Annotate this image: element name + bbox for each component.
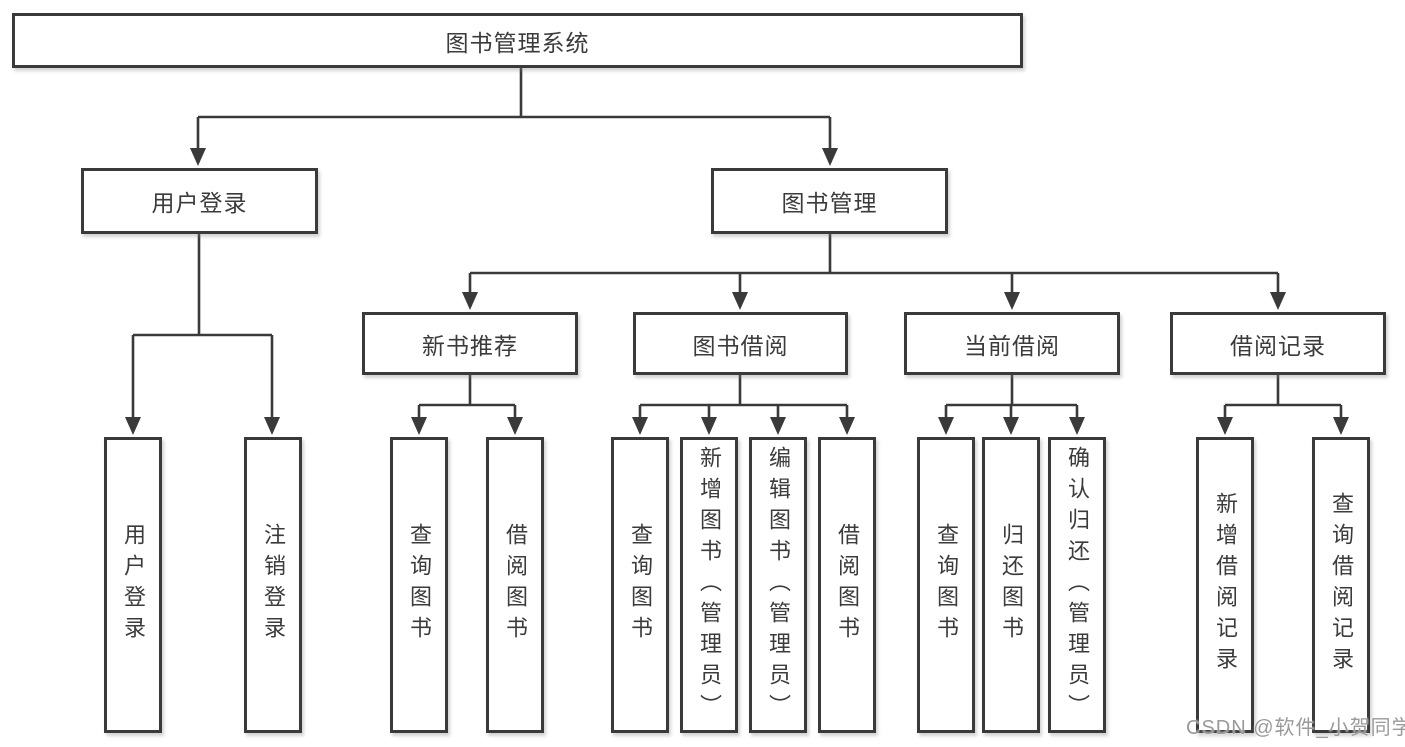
leaf-query-borrow-record: 查询借阅记录 bbox=[1312, 437, 1370, 733]
node-book-management-branch: 图书管理 bbox=[711, 168, 948, 234]
leaf-confirm-return-admin: 确认归还（管理员） bbox=[1048, 437, 1106, 733]
tree-edges bbox=[131, 68, 1343, 419]
node-borrowing-records: 借阅记录 bbox=[1170, 312, 1386, 375]
node-book-borrowing: 图书借阅 bbox=[633, 312, 848, 375]
leaf-return-books: 归还图书 bbox=[982, 437, 1040, 733]
leaf-user-login: 用户登录 bbox=[104, 437, 162, 733]
leaf-borrow-books-recommend: 借阅图书 bbox=[486, 437, 544, 733]
leaf-edit-book-admin: 编辑图书（管理员） bbox=[749, 437, 807, 733]
leaf-query-books-current: 查询图书 bbox=[917, 437, 975, 733]
leaf-borrow-books: 借阅图书 bbox=[818, 437, 876, 733]
leaf-query-books-recommend: 查询图书 bbox=[390, 437, 448, 733]
node-new-book-recommendation: 新书推荐 bbox=[362, 312, 578, 375]
leaf-add-borrow-record: 新增借阅记录 bbox=[1196, 437, 1254, 733]
node-current-borrowing: 当前借阅 bbox=[904, 312, 1120, 375]
leaf-logout: 注销登录 bbox=[244, 437, 302, 733]
csdn-watermark: CSDN @软件_小贺同学 bbox=[1186, 717, 1405, 739]
node-user-login-branch: 用户登录 bbox=[81, 168, 318, 234]
leaf-query-books-borrow: 查询图书 bbox=[611, 437, 669, 733]
leaf-add-book-admin: 新增图书（管理员） bbox=[680, 437, 738, 733]
node-library-management-system: 图书管理系统 bbox=[12, 13, 1023, 68]
